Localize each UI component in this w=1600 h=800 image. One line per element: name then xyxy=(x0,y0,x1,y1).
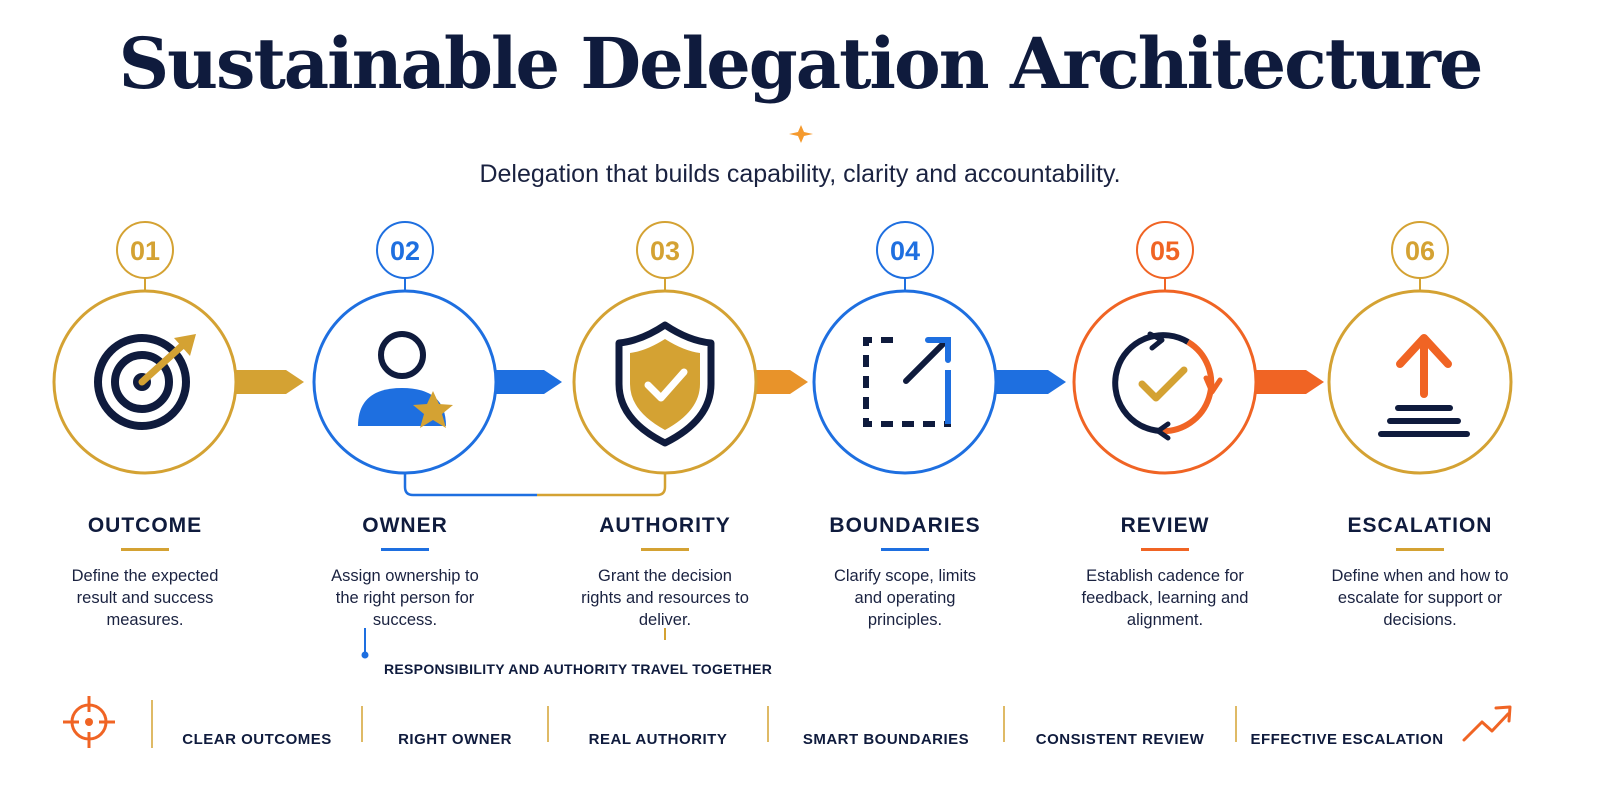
responsibility-note: RESPONSIBILITY AND AUTHORITY TRAVEL TOGE… xyxy=(384,661,773,677)
step-underline-06 xyxy=(1396,548,1444,551)
page-subtitle: Delegation that builds capability, clari… xyxy=(479,160,1121,188)
arrow-05-06 xyxy=(1256,370,1324,394)
link-line-owner xyxy=(403,474,537,497)
cycle-check-icon xyxy=(1112,331,1223,441)
bar-item-consistent-review: CONSISTENT REVIEW xyxy=(1035,731,1205,748)
step-circle-02 xyxy=(312,289,498,475)
bar-item-real-authority: REAL AUTHORITY xyxy=(588,731,728,748)
svg-text:05: 05 xyxy=(1150,236,1180,266)
title-divider xyxy=(528,125,1074,143)
arrow-02-03 xyxy=(496,370,562,394)
step-circle-05 xyxy=(1072,289,1258,475)
svg-text:04: 04 xyxy=(890,236,920,266)
note-dot xyxy=(361,651,369,659)
bar-item-smart-boundaries: SMART BOUNDARIES xyxy=(802,731,970,748)
trend-up-icon xyxy=(1462,705,1512,742)
step-number-02: 02 xyxy=(376,221,434,279)
step-description-boundaries: Clarify scope, limits and operating prin… xyxy=(833,567,977,629)
step-number-05: 05 xyxy=(1136,221,1194,279)
step-title-owner: OWNER xyxy=(362,514,448,537)
step-title-authority: AUTHORITY xyxy=(599,514,731,537)
step-underline-01 xyxy=(121,548,169,551)
bar-item-right-owner: RIGHT OWNER xyxy=(398,731,512,748)
step-title-review: REVIEW xyxy=(1120,514,1210,537)
step-description-outcome: Define the expected result and success m… xyxy=(71,567,219,629)
step-number-06: 06 xyxy=(1391,221,1449,279)
step-number-04: 04 xyxy=(876,221,934,279)
step-number-01: 01 xyxy=(116,221,174,279)
shield-check-icon xyxy=(615,321,715,447)
target-icon xyxy=(94,334,196,430)
link-line-authority xyxy=(537,474,667,497)
arrow-03-04 xyxy=(756,370,808,394)
step-title-escalation: ESCALATION xyxy=(1347,514,1493,537)
step-description-escalation: Define when and how to escalate for supp… xyxy=(1331,567,1509,629)
page-title: Sustainable Delegation Architecture xyxy=(118,22,1484,105)
bar-item-effective-escalation: EFFECTIVE ESCALATION xyxy=(1250,731,1444,748)
crosshair-icon xyxy=(63,696,115,748)
step-underline-03 xyxy=(641,548,689,551)
step-description-owner: Assign ownership to the right person for… xyxy=(331,567,479,629)
step-underline-04 xyxy=(881,548,929,551)
svg-text:06: 06 xyxy=(1405,236,1435,266)
person-star-icon xyxy=(358,331,453,428)
step-title-outcome: OUTCOME xyxy=(87,514,203,537)
arrow-01-02 xyxy=(236,370,304,394)
svg-text:02: 02 xyxy=(390,236,420,266)
svg-text:01: 01 xyxy=(130,236,160,266)
arrow-04-05 xyxy=(996,370,1066,394)
step-description-authority: Grant the decision rights and resources … xyxy=(581,567,749,629)
step-description-review: Establish cadence for feedback, learning… xyxy=(1081,567,1249,629)
bar-item-clear-outcomes: CLEAR OUTCOMES xyxy=(182,731,332,748)
step-title-boundaries: BOUNDARIES xyxy=(829,514,981,537)
scope-arrow-icon xyxy=(863,337,951,427)
step-number-03: 03 xyxy=(636,221,694,279)
svg-text:03: 03 xyxy=(650,236,680,266)
escalate-up-icon xyxy=(1378,334,1470,437)
step-underline-05 xyxy=(1141,548,1189,551)
step-underline-02 xyxy=(381,548,429,551)
